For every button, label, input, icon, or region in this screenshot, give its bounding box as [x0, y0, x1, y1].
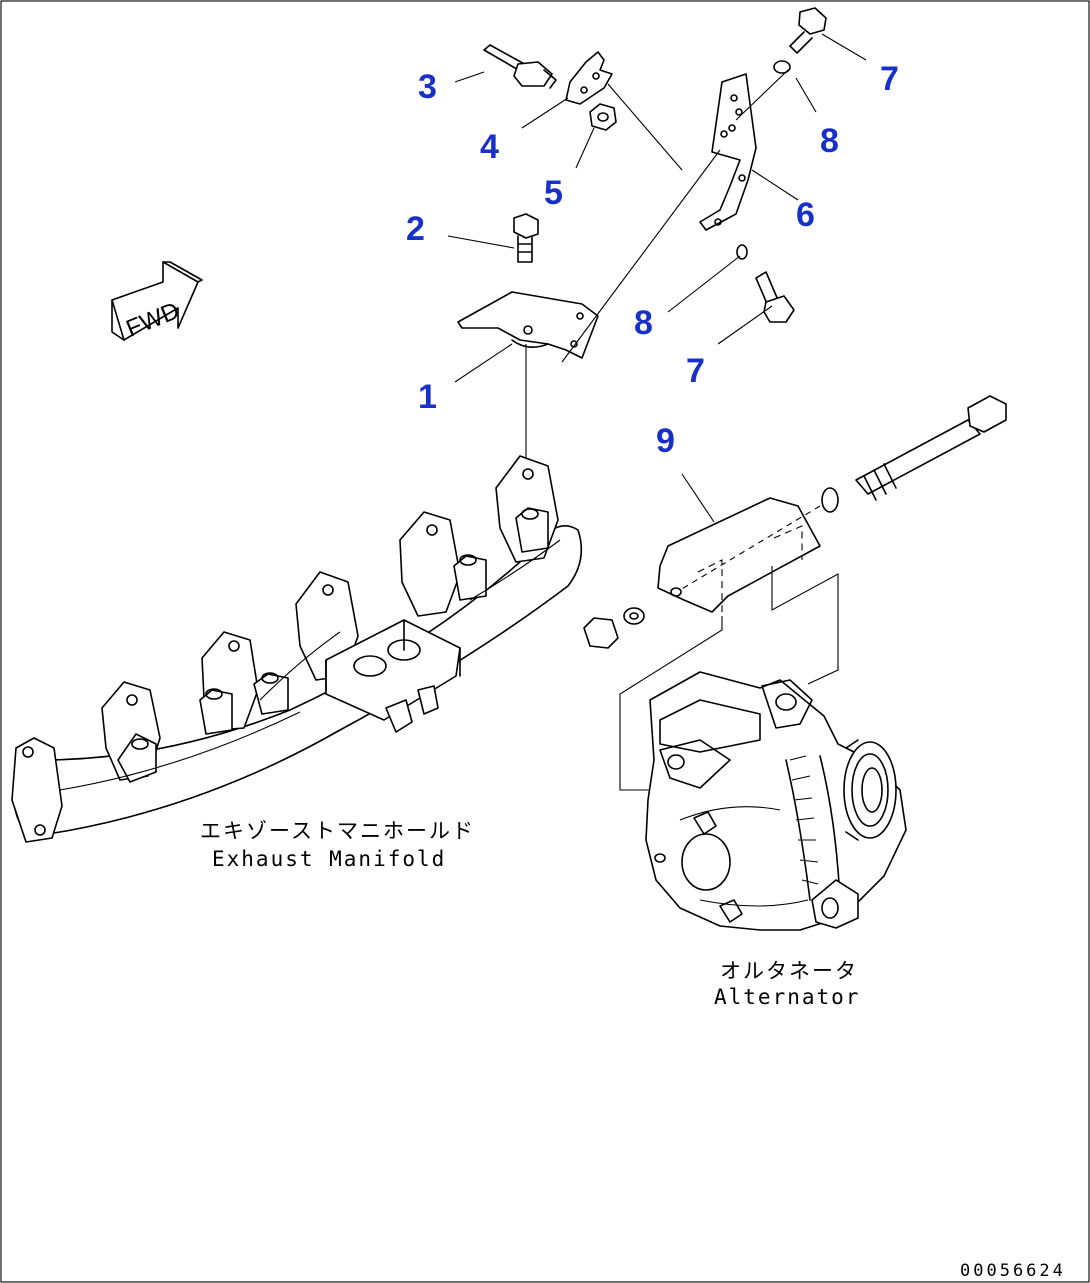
callout-9: 9 — [656, 422, 675, 460]
alternator — [645, 671, 907, 931]
alternator-label-jp: オルタネータ — [720, 959, 858, 983]
part-8-washer-top — [773, 60, 791, 74]
callout-6: 6 — [796, 196, 815, 234]
part-2-bolt — [513, 213, 539, 263]
part-9-long-bolt — [679, 395, 1007, 591]
fwd-label: FWD — [122, 297, 183, 343]
callouts: 3 4 5 2 1 7 8 6 8 7 9 — [406, 60, 899, 460]
part-5-nut — [589, 103, 617, 131]
callout-7-top: 7 — [880, 60, 899, 98]
leader-lines — [447, 33, 867, 523]
callout-2: 2 — [406, 210, 425, 248]
callout-8-lower: 8 — [634, 304, 653, 342]
part-8-washer-lower — [736, 244, 748, 260]
callout-3: 3 — [418, 68, 437, 106]
mounting-guides — [619, 566, 839, 791]
exhaust-manifold — [11, 455, 583, 843]
part-7-bolt-lower — [755, 271, 795, 323]
callout-1: 1 — [418, 378, 437, 416]
part-1-bracket — [457, 291, 599, 359]
exhaust-manifold-label-jp: エキゾーストマニホールド — [200, 819, 475, 843]
part-4-bracket — [565, 51, 613, 105]
part-7-bolt-top — [789, 7, 827, 54]
callout-8-top: 8 — [820, 122, 839, 160]
callout-4: 4 — [480, 128, 499, 166]
document-id: 00056624 — [960, 1261, 1066, 1281]
part-9-bracket — [657, 497, 821, 616]
callout-5: 5 — [544, 174, 563, 212]
callout-7-lower: 7 — [686, 352, 705, 390]
part-3-stud — [483, 44, 557, 89]
fwd-arrow-icon: FWD — [111, 261, 203, 343]
alternator-label-en: Alternator — [714, 985, 860, 1009]
part-6-bracket — [699, 73, 757, 231]
part-9-nut-washer — [583, 607, 645, 649]
exhaust-manifold-label-en: Exhaust Manifold — [212, 847, 446, 871]
